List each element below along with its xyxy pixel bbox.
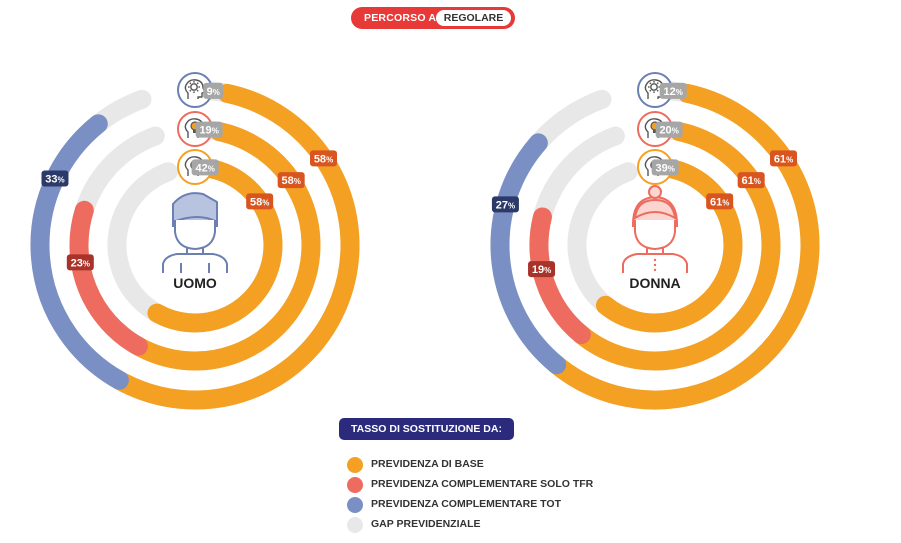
legend-swatch-base [347, 457, 363, 473]
gap-label: 20% [655, 121, 683, 138]
base-arc [128, 122, 321, 371]
base-label: 58% [277, 172, 305, 189]
base-label-text: 58% [250, 196, 269, 208]
legend-label-tfr: PREVIDENZA COMPLEMENTARE SOLO TFR [371, 478, 594, 490]
gap-label: 9% [203, 82, 224, 99]
gap-label-bg [191, 159, 219, 176]
base-label-bg [277, 172, 305, 189]
gap-label: 42% [191, 159, 219, 176]
uomo-avatar-icon [162, 192, 228, 273]
base-arc [571, 122, 781, 371]
gap-label-bg [651, 159, 679, 176]
gear-head-icon [177, 72, 213, 108]
path-toggle-value: REGOLARE [443, 12, 504, 24]
base-label-bg [706, 193, 734, 210]
legend-label-gap: GAP PREVIDENZIALE [371, 518, 481, 530]
gap-label-text: 42% [195, 162, 214, 174]
path-toggle[interactable]: PERCORSO A REGOLARE [351, 7, 515, 29]
subject-label: DONNA [629, 275, 680, 291]
complementary-label-bg [66, 254, 94, 271]
base-arc [595, 159, 743, 333]
base-label-bg [246, 193, 274, 210]
legend-swatch-tfr [347, 477, 363, 493]
gap-label: 19% [195, 121, 223, 138]
base-label: 58% [246, 193, 274, 210]
legend-swatch-gap [347, 517, 363, 533]
complementary-arc [30, 114, 129, 390]
gap-label-text: 12% [664, 86, 683, 98]
complementary-label-text: 19% [532, 264, 551, 276]
base-arc [147, 159, 283, 333]
gap-label-bg [655, 121, 683, 138]
gap-label: 12% [659, 82, 687, 99]
base-label-text: 61% [741, 175, 760, 187]
complementary-label: 33% [41, 170, 69, 187]
legend: TASSO DI SOSTITUZIONE DA: PREVIDENZA DI … [339, 418, 599, 538]
complementary-label: 23% [66, 254, 94, 271]
complementary-label-bg [528, 261, 556, 278]
base-label-bg [737, 172, 765, 189]
gap-label-bg [195, 121, 223, 138]
base-label-bg [770, 150, 798, 167]
donna-avatar-icon [622, 185, 688, 273]
complementary-label: 19% [528, 261, 556, 278]
base-arc [547, 83, 820, 410]
legend-label-base: PREVIDENZA DI BASE [371, 458, 484, 470]
complementary-arc [490, 133, 567, 375]
complementary-label-bg [491, 196, 519, 213]
base-label: 61% [737, 172, 765, 189]
base-label-text: 58% [281, 175, 300, 187]
gap-label-bg [659, 82, 687, 99]
chart-uomo: UOMO [30, 72, 360, 410]
base-label-text: 61% [710, 196, 729, 208]
gap-label-bg [203, 82, 224, 99]
complementary-label-text: 23% [71, 257, 90, 269]
gap-label-text: 20% [659, 125, 678, 137]
gap-label: 39% [651, 159, 679, 176]
complementary-label-bg [41, 170, 69, 187]
base-label: 61% [770, 150, 798, 167]
base-label-bg [310, 150, 338, 167]
base-label-text: 61% [774, 153, 793, 165]
chart-donna: DONNA [490, 72, 820, 410]
path-toggle-option[interactable]: REGOLARE [436, 10, 511, 26]
base-label: 61% [706, 193, 734, 210]
gap-label-text: 39% [655, 162, 674, 174]
complementary-arc [69, 200, 148, 356]
base-arc [109, 83, 360, 410]
gap-label-text: 19% [199, 125, 218, 137]
path-toggle-prefix: PERCORSO A [364, 12, 437, 24]
legend-label-tot: PREVIDENZA COMPLEMENTARE TOT [371, 498, 561, 510]
complementary-label: 27% [491, 196, 519, 213]
complementary-label-text: 27% [496, 199, 515, 211]
complementary-label-text: 33% [45, 174, 64, 186]
legend-title: TASSO DI SOSTITUZIONE DA: [339, 418, 514, 440]
legend-swatch-tot [347, 497, 363, 513]
subject-label: UOMO [173, 275, 217, 291]
base-label-text: 58% [314, 153, 333, 165]
base-label: 58% [310, 150, 338, 167]
gap-label-text: 9% [207, 86, 220, 98]
complementary-arc [529, 207, 591, 345]
